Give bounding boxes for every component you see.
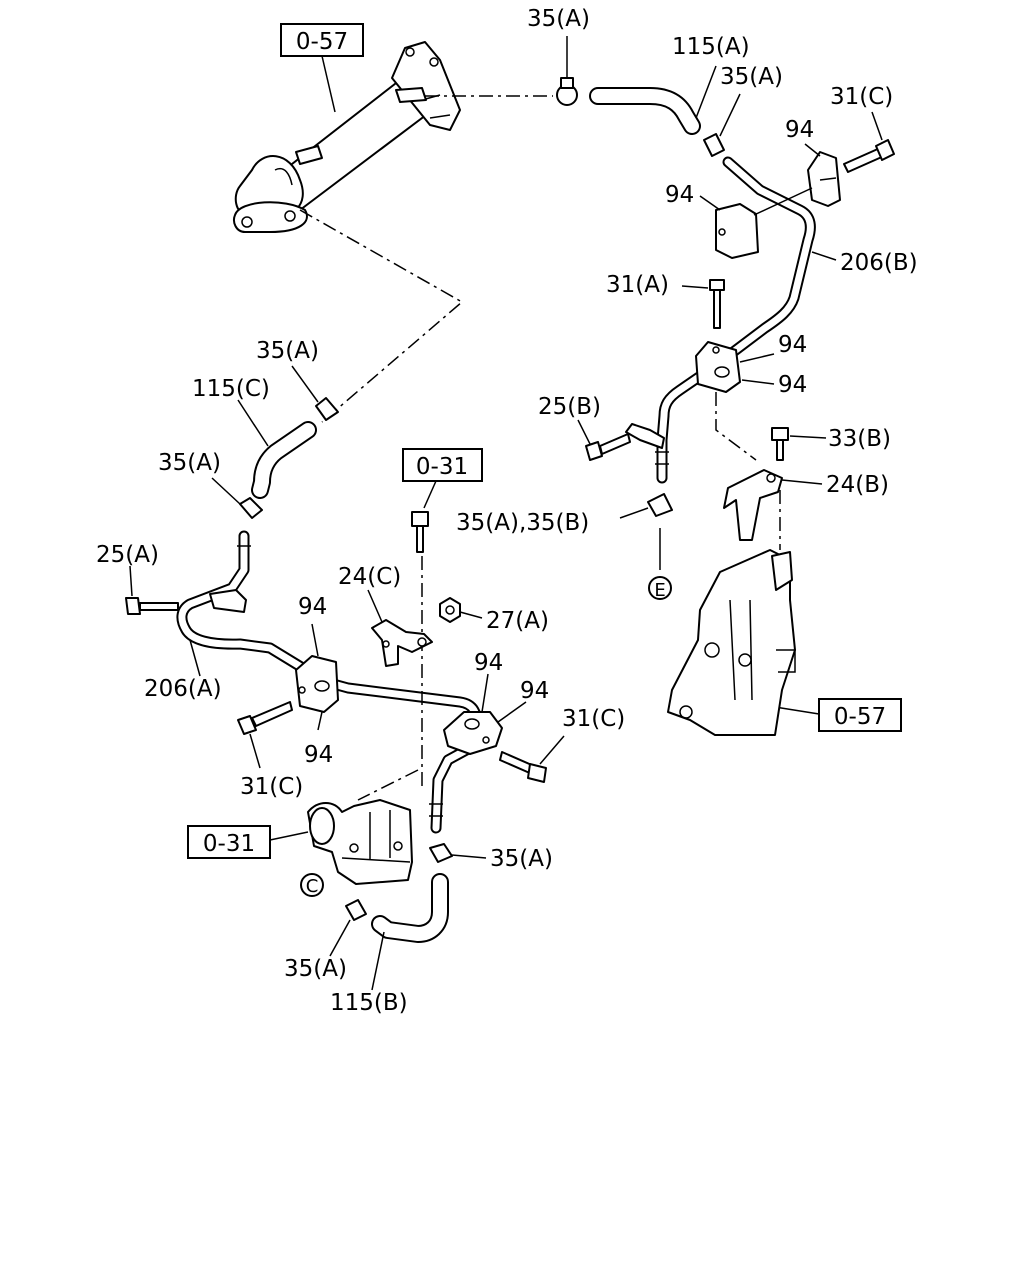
bolt-31c-left[interactable] <box>237 701 293 735</box>
bolt-31a[interactable] <box>709 279 725 329</box>
callout-206b: 206(B) <box>840 250 918 276</box>
callout-35a-35b: 35(A),35(B) <box>456 510 589 536</box>
callout-35a: 35(A) <box>284 956 347 982</box>
callout-25a: 25(A) <box>96 542 159 568</box>
callout-94: 94 <box>778 372 807 398</box>
bolt-0-31[interactable] <box>411 511 429 553</box>
callout-35a: 35(A) <box>256 338 319 364</box>
bracket-24c[interactable] <box>371 619 433 667</box>
bolt-31c-top[interactable] <box>843 139 895 173</box>
egr-cooler <box>233 41 461 233</box>
clamp-35a-top[interactable] <box>556 77 578 106</box>
callout-94: 94 <box>304 742 333 768</box>
hose-115c[interactable] <box>251 421 317 499</box>
callout-24b: 24(B) <box>826 472 889 498</box>
ref-label: 0-57 <box>834 704 886 730</box>
callout-35a: 35(A) <box>490 846 553 872</box>
callout-31c: 31(C) <box>240 774 303 800</box>
callout-94: 94 <box>778 332 807 358</box>
clamp-35a-right[interactable] <box>703 133 725 157</box>
bracket-pipe-206a <box>209 589 247 613</box>
bolt-33b[interactable] <box>771 427 789 461</box>
svg-text:C: C <box>306 876 319 897</box>
ref-box-0-57-right[interactable]: 0-57 <box>818 698 902 732</box>
callout-115a: 115(A) <box>672 34 750 60</box>
bolt-25b[interactable] <box>585 433 631 461</box>
clamp-block-94-mid[interactable] <box>695 341 741 393</box>
connector-c: C <box>300 873 324 897</box>
connector-e: E <box>648 576 672 601</box>
callout-35a: 35(A) <box>720 64 783 90</box>
callout-94: 94 <box>785 117 814 143</box>
ref-label: 0-31 <box>203 831 255 857</box>
ref-box-0-31-mid[interactable]: 0-31 <box>402 448 483 482</box>
callout-94: 94 <box>298 594 327 620</box>
clamp-block-94-center[interactable] <box>443 711 503 755</box>
ref-label: 0-31 <box>416 454 468 480</box>
pipe-206b[interactable] <box>655 156 816 484</box>
bracket-pipe-206b <box>625 423 665 449</box>
clamp-35a-35b[interactable] <box>647 493 673 517</box>
callout-31a: 31(A) <box>606 272 669 298</box>
hose-115a[interactable] <box>589 87 701 135</box>
callout-24c: 24(C) <box>338 564 401 590</box>
ref-box-0-31-bottom[interactable]: 0-31 <box>187 825 271 859</box>
ref-box-0-57-top[interactable]: 0-57 <box>280 23 364 57</box>
callout-115b: 115(B) <box>330 990 408 1016</box>
nut-27a[interactable] <box>439 597 461 623</box>
callout-35a: 35(A) <box>158 450 221 476</box>
callout-25b: 25(B) <box>538 394 601 420</box>
ref-label: 0-57 <box>296 29 348 55</box>
clamp-35a-115c-top[interactable] <box>315 397 339 421</box>
bracket-24b[interactable] <box>723 469 783 541</box>
clamp-block-94-upper[interactable] <box>807 151 841 207</box>
clamp-35a-115c-bottom[interactable] <box>239 497 263 519</box>
callout-33b: 33(B) <box>828 426 891 452</box>
clamp-block-94-lower[interactable] <box>715 203 759 259</box>
hose-115b[interactable] <box>371 873 449 943</box>
thermostat-housing-right <box>667 549 796 736</box>
clamp-35a-bottom-left[interactable] <box>345 899 367 921</box>
callout-94: 94 <box>474 650 503 676</box>
clamp-35a-bottom-right[interactable] <box>429 843 453 863</box>
bolt-25a[interactable] <box>125 597 179 615</box>
bolt-31c-center[interactable] <box>499 751 547 783</box>
callout-115c: 115(C) <box>192 376 270 402</box>
callout-94: 94 <box>520 678 549 704</box>
callout-31c: 31(C) <box>830 84 893 110</box>
callout-31c: 31(C) <box>562 706 625 732</box>
svg-text:E: E <box>654 580 665 601</box>
callout-27a: 27(A) <box>486 608 549 634</box>
callout-206a: 206(A) <box>144 676 222 702</box>
callout-35a: 35(A) <box>527 6 590 32</box>
water-outlet-0-31 <box>307 799 413 885</box>
clamp-block-94-left[interactable] <box>295 655 339 713</box>
callout-94: 94 <box>665 182 694 208</box>
